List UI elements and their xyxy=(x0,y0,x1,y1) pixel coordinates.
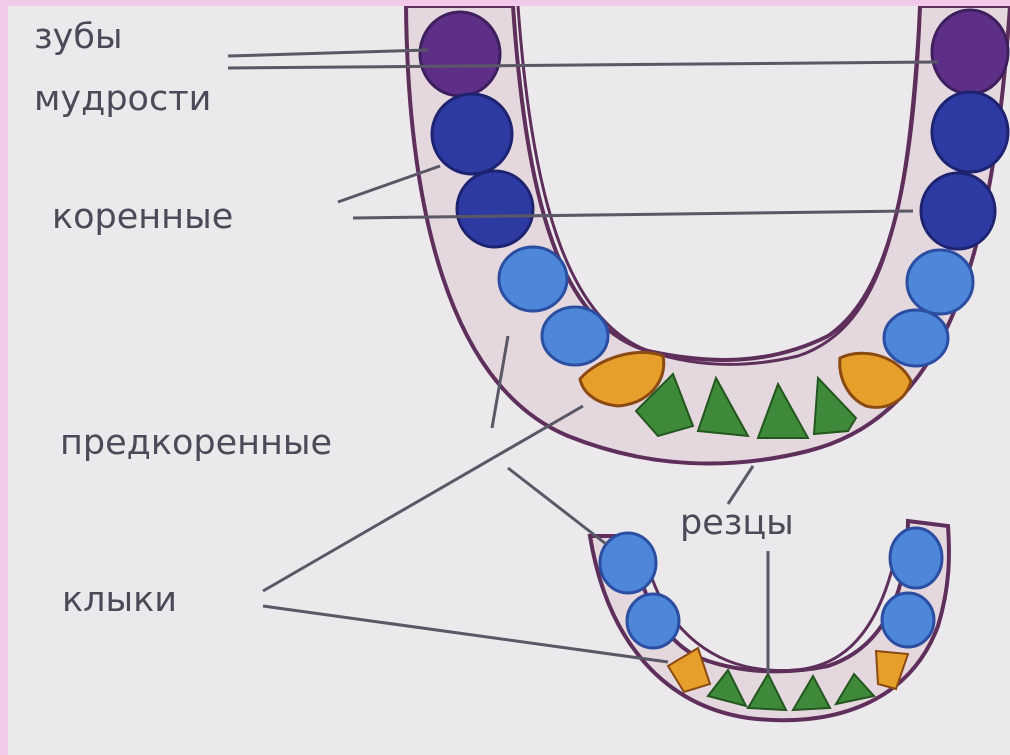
wisdom-tooth-left xyxy=(420,12,500,96)
premolar-right-2 xyxy=(884,310,948,366)
label-canines: клыки xyxy=(62,580,177,620)
child-molar-left-1 xyxy=(600,533,656,593)
molar-left-1 xyxy=(432,94,512,174)
label-molars: коренные xyxy=(52,197,233,237)
label-wisdom-line1: зубы xyxy=(34,17,123,57)
molar-right-1 xyxy=(932,92,1008,172)
child-molar-right-2 xyxy=(882,593,934,647)
premolar-left-1 xyxy=(499,247,567,311)
label-incisors: резцы xyxy=(680,503,794,543)
teeth-diagram: зубы мудрости коренные предкоренные резц… xyxy=(8,6,1010,755)
label-wisdom-line2: мудрости xyxy=(34,79,211,119)
child-molar-right-1 xyxy=(890,528,942,588)
premolar-left-2 xyxy=(542,307,608,365)
molar-left-2 xyxy=(457,171,533,247)
premolar-right-1 xyxy=(907,250,973,314)
diagram-canvas: зубы мудрости коренные предкоренные резц… xyxy=(8,6,1010,755)
molar-right-2 xyxy=(921,173,995,249)
child-molar-left-2 xyxy=(627,594,679,648)
label-premolars: предкоренные xyxy=(60,423,332,463)
wisdom-tooth-right xyxy=(932,10,1008,94)
